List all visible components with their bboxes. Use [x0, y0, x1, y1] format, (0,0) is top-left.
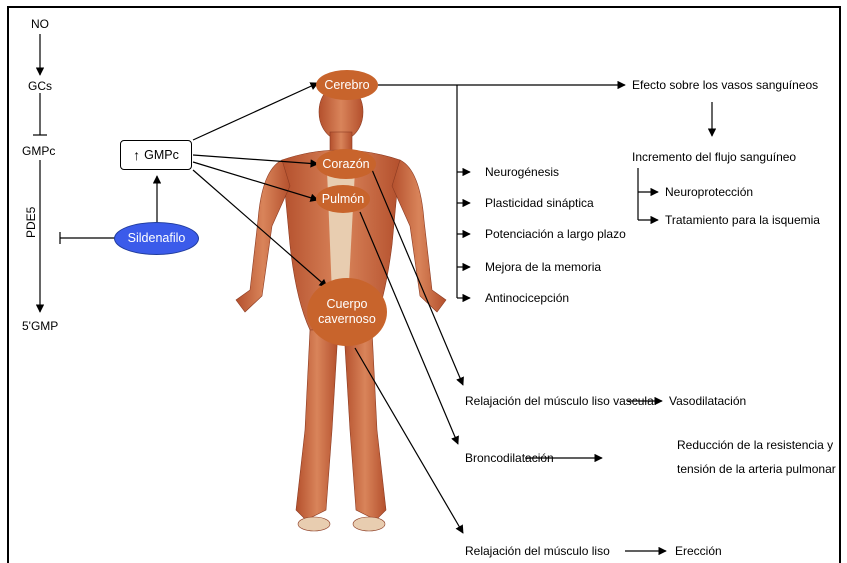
five-gmp-label: 5'GMP: [22, 319, 58, 333]
brain-effect-item: Potenciación a largo plazo: [485, 227, 626, 241]
erection-label: Erección: [675, 544, 722, 558]
bronchodilation-label: Broncodilatación: [465, 451, 554, 465]
blood-flow-label: Incremento del flujo sanguíneo: [632, 150, 796, 164]
up-arrow-icon: ↑: [133, 147, 140, 163]
brain-effect-item: Neurogénesis: [485, 165, 559, 179]
cuerpo-label-line2: cavernoso: [318, 312, 376, 327]
vasodilation-label: Vasodilatación: [669, 394, 746, 408]
cerebro-label: Cerebro: [324, 78, 369, 93]
sildenafil-label: Sildenafilo: [128, 231, 186, 246]
body-leg-right: [296, 330, 338, 520]
body-foot-left: [353, 517, 385, 531]
pde5-label: PDE5: [24, 207, 38, 238]
pulmonary-resistance-line1: Reducción de la resistencia y: [677, 438, 833, 452]
ischemia-treatment-label: Tratamiento para la isquemia: [665, 213, 820, 227]
no-label: NO: [31, 17, 49, 31]
body-foot-right: [298, 517, 330, 531]
pulmon-node: Pulmón: [316, 185, 370, 213]
brain-effect-item: Plasticidad sináptica: [485, 196, 594, 210]
vessel-effect-label: Efecto sobre los vasos sanguíneos: [632, 78, 818, 92]
vascular-relaxation-label: Relajación del músculo liso vascular: [465, 394, 658, 408]
corazon-label: Corazón: [322, 157, 369, 172]
neuroprotection-label: Neuroprotección: [665, 185, 753, 199]
sildenafil-node: Sildenafilo: [114, 222, 199, 255]
brain-effect-item: Mejora de la memoria: [485, 260, 601, 274]
cuerpo-cavernoso-node: Cuerpo cavernoso: [307, 278, 387, 346]
gmpc-increase-box: ↑ GMPc: [120, 140, 192, 170]
pulmon-label: Pulmón: [322, 192, 364, 207]
cerebro-node: Cerebro: [316, 70, 378, 100]
gmpc-label: GMPc: [22, 144, 55, 158]
gcs-label: GCs: [28, 79, 52, 93]
smooth-muscle-relaxation-label: Relajación del músculo liso: [465, 544, 610, 558]
gmpc-box-label: GMPc: [144, 148, 179, 162]
brain-effect-item: Antinocicepción: [485, 291, 569, 305]
body-leg-left: [344, 330, 386, 520]
corazon-node: Corazón: [316, 149, 376, 179]
pulmonary-resistance-line2: tensión de la arteria pulmonar: [677, 462, 836, 476]
cuerpo-label-line1: Cuerpo: [327, 297, 368, 312]
